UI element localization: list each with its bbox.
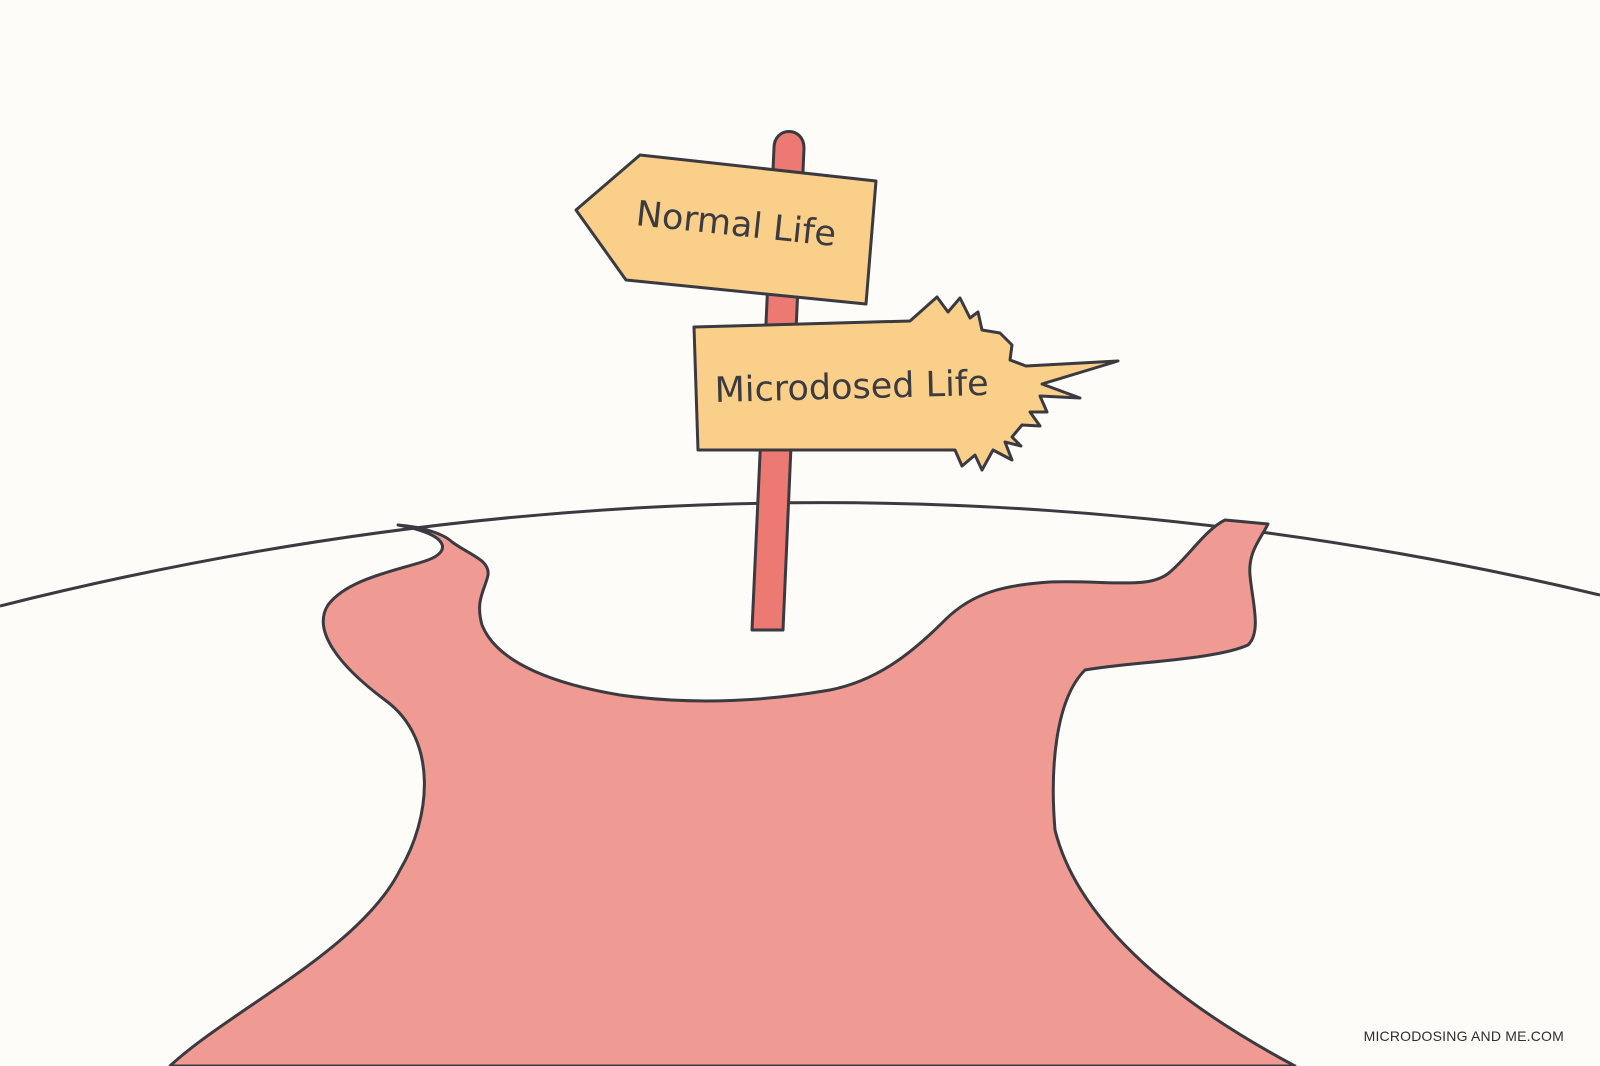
microdosed-life-label: Microdosed Life (714, 364, 989, 411)
site-credit: MICRODOSING AND ME.COM (1363, 1028, 1564, 1044)
horizon-line (0, 501, 1600, 608)
forking-path (168, 518, 1297, 1066)
normal-life-sign (574, 153, 878, 306)
microdosed-life-sign (692, 295, 1120, 472)
